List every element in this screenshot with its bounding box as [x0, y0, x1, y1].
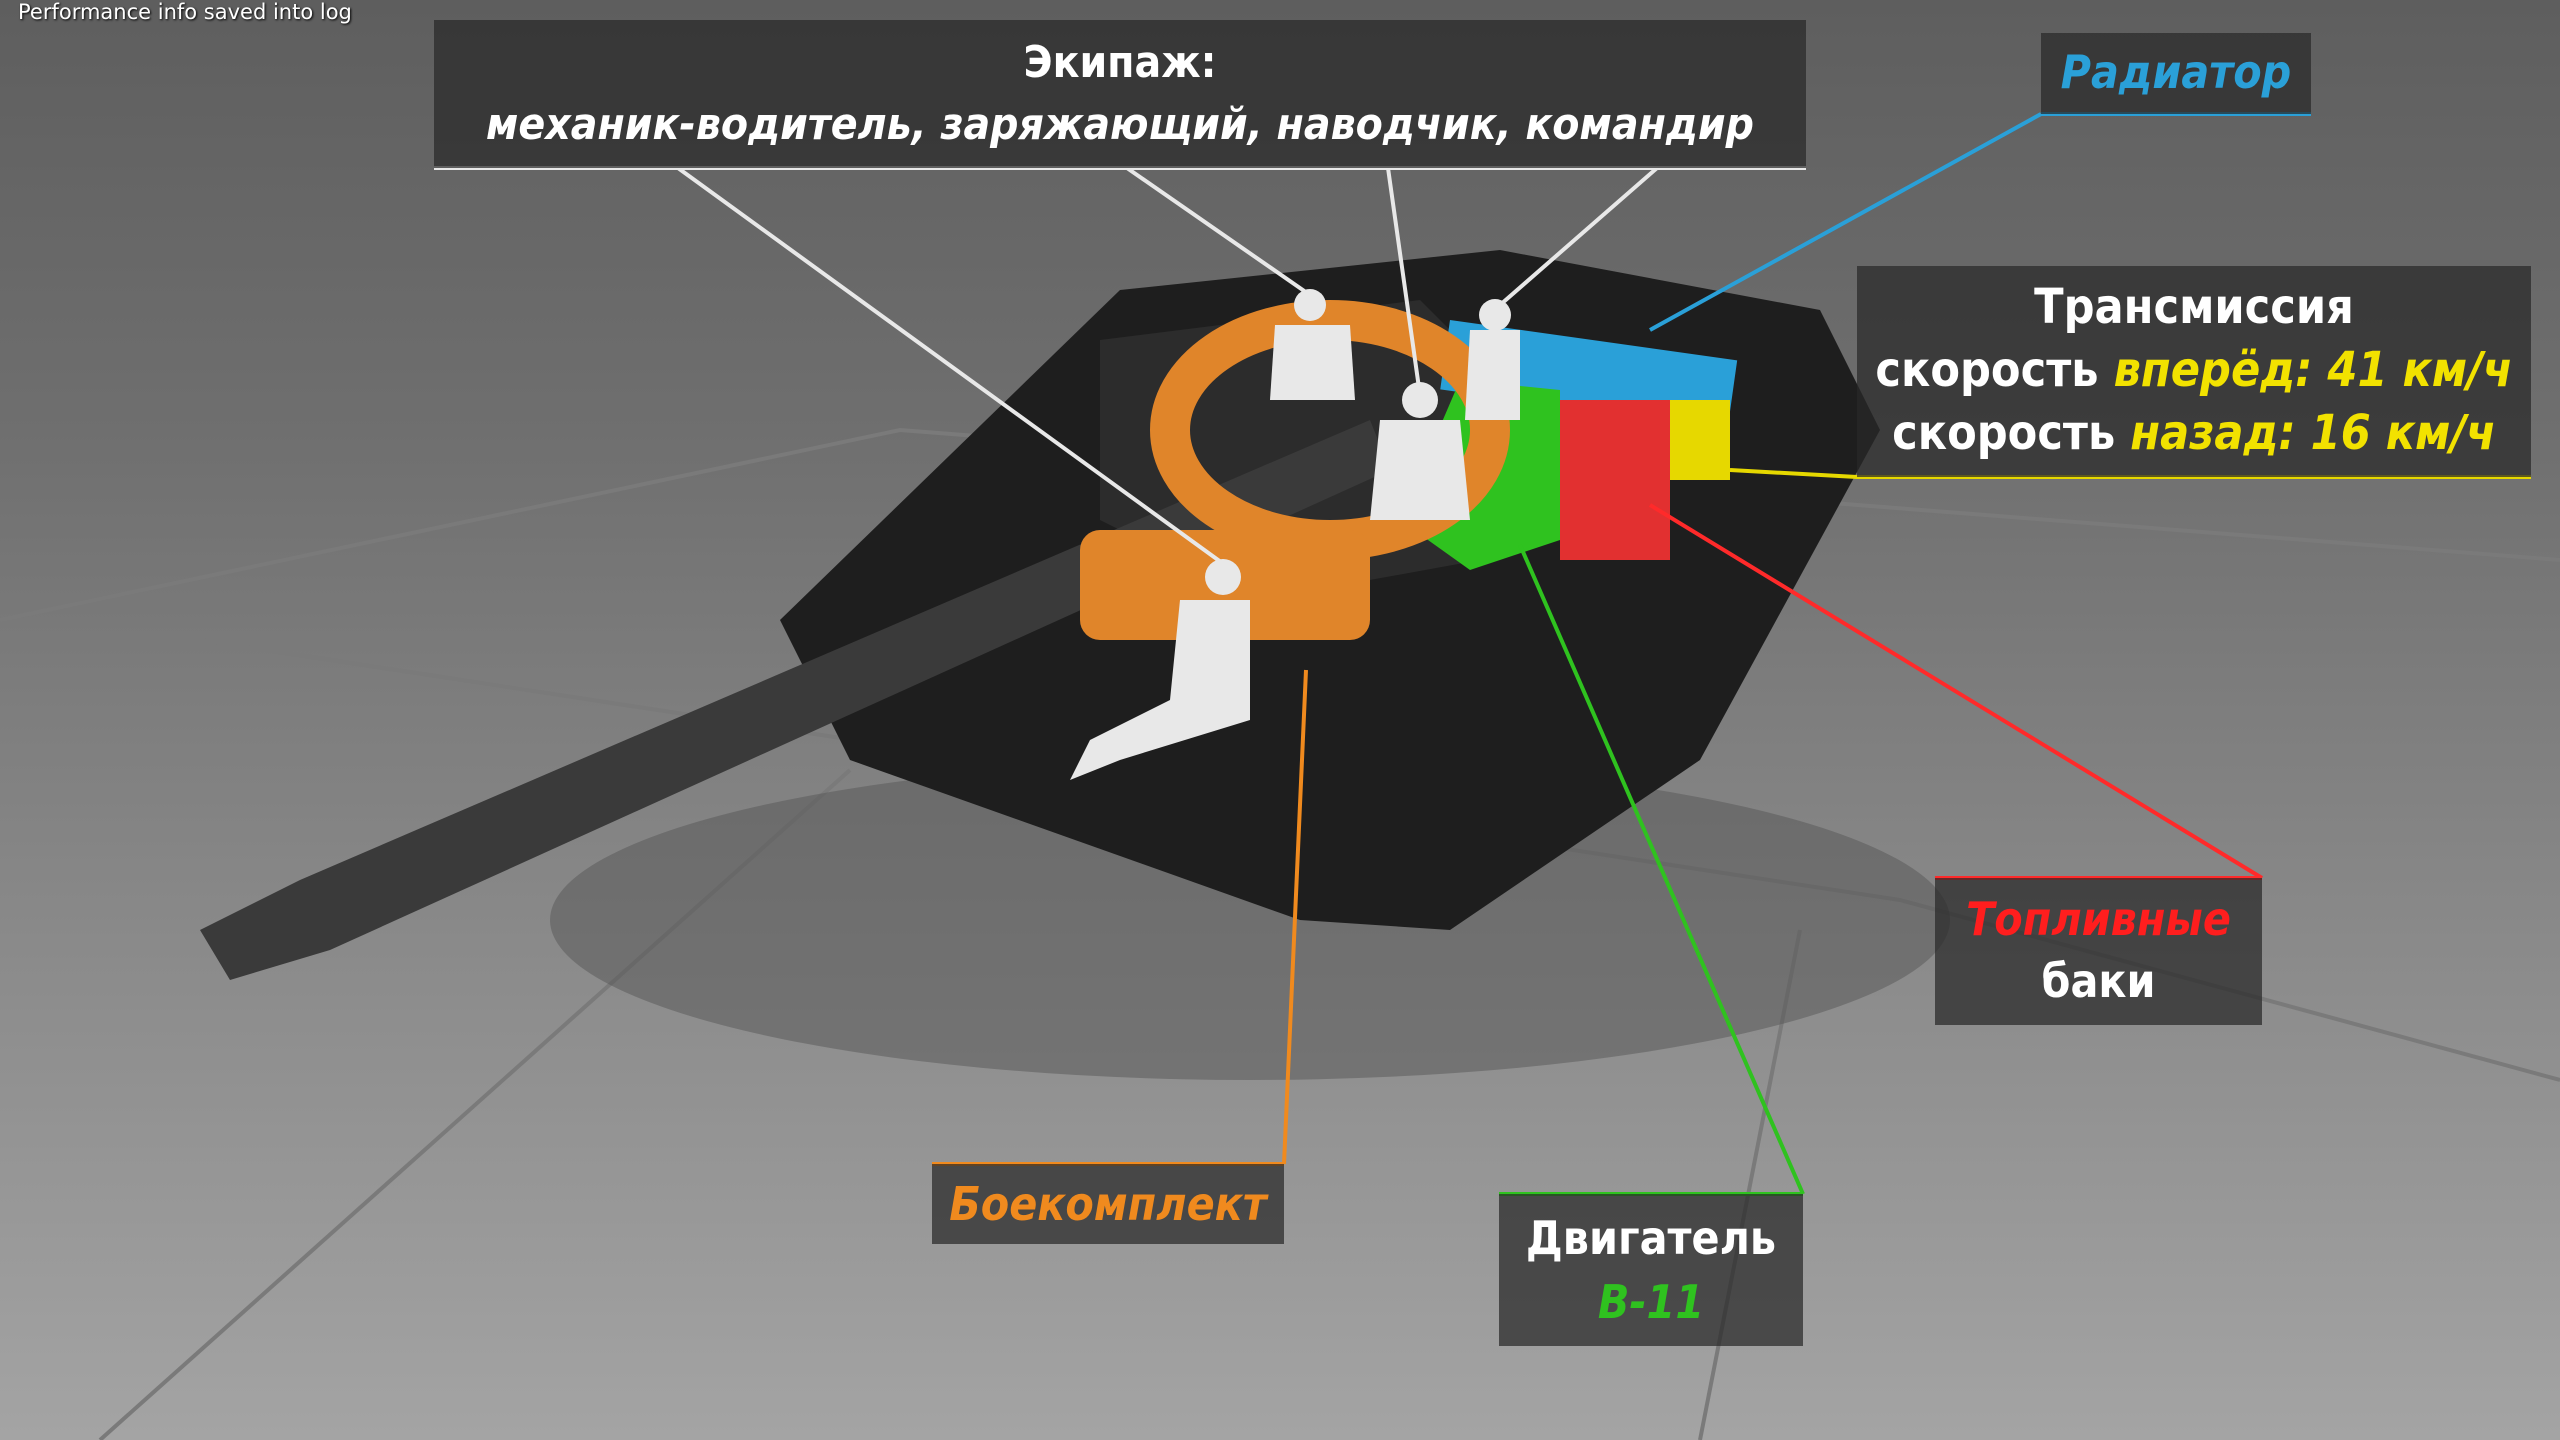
- crew-members: механик-водитель, заряжающий, наводчик, …: [486, 99, 1754, 150]
- ammo-title: Боекомплект: [949, 1177, 1267, 1231]
- engine-model: В-11: [1597, 1275, 1705, 1329]
- forward-speed-value: вперёд: 41 км/ч: [2113, 342, 2513, 398]
- reverse-speed-prefix: скорость: [1892, 405, 2116, 461]
- transmission-title: Трансмиссия: [2034, 279, 2354, 335]
- fuel-tank-module: [1560, 400, 1670, 560]
- fuel-subtitle: баки: [2041, 954, 2156, 1008]
- crew-figures: [1070, 289, 1520, 780]
- radiator-title: Радиатор: [2060, 45, 2292, 99]
- forward-speed-prefix: скорость: [1875, 342, 2099, 398]
- engine-label: Двигатель В-11: [1499, 1194, 1803, 1346]
- crew-label: Экипаж: механик-водитель, заряжающий, на…: [434, 20, 1806, 168]
- engine-title: Двигатель: [1525, 1211, 1777, 1265]
- fuel-tanks-label: Топливные баки: [1935, 878, 2262, 1025]
- tank-shadow: [550, 760, 1950, 1080]
- transmission-label: Трансмиссия скорость вперёд: 41 км/ч ско…: [1857, 266, 2531, 477]
- ammo-label: Боекомплект: [932, 1164, 1284, 1244]
- performance-log-message: Performance info saved into log: [18, 0, 352, 24]
- fuel-title: Топливные: [1966, 892, 2231, 946]
- radiator-label: Радиатор: [2041, 33, 2311, 114]
- reverse-speed-value: назад: 16 км/ч: [2130, 405, 2496, 461]
- transmission-module: [1670, 400, 1730, 480]
- crew-title: Экипаж:: [1023, 37, 1217, 88]
